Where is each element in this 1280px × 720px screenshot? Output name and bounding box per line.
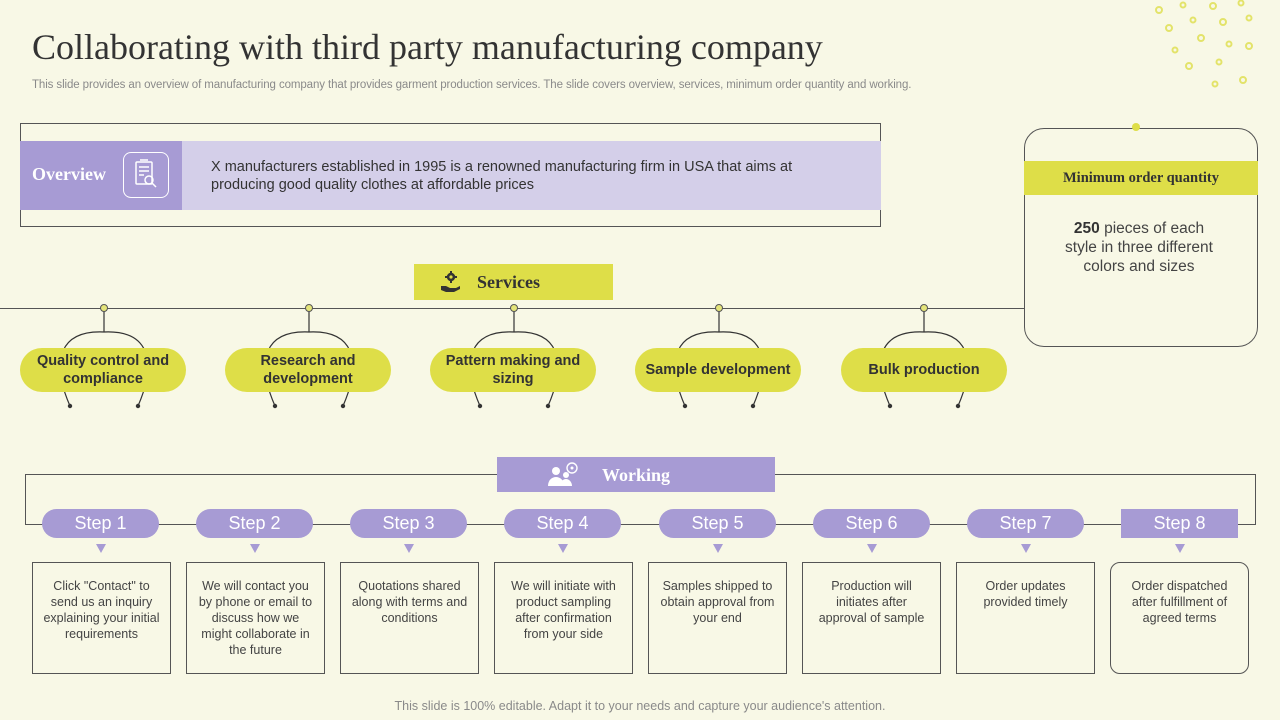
service-node [100,304,108,312]
step-1-label: Step 1 [42,509,159,538]
step-4-label: Step 4 [504,509,621,538]
step-4-text: We will initiate with product sampling a… [494,562,633,674]
step-8-text: Order dispatched after fulfillment of ag… [1110,562,1249,674]
service-node [715,304,723,312]
step-arrow [404,544,414,553]
step-6-text: Production will initiates after approval… [802,562,941,674]
people-chat-icon [548,462,578,486]
step-2-text: We will contact you by phone or email to… [186,562,325,674]
working-title: Working [602,465,671,485]
step-3-text: Quotations shared along with terms and c… [340,562,479,674]
step-7-text: Order updates provided timely [956,562,1095,674]
service-sample-development: Sample development [635,348,801,392]
step-7-label: Step 7 [967,509,1084,538]
step-arrow [1175,544,1185,553]
overview-band: X manufacturers established in 1995 is a… [182,141,881,210]
step-8-label: Step 8 [1121,509,1238,538]
step-arrow [867,544,877,553]
hand-gear-icon [441,271,460,292]
step-arrow [558,544,568,553]
overview-label-block: Overview [20,141,182,210]
service-node [510,304,518,312]
service-quality-control: Quality control and compliance [20,348,186,392]
service-node [305,304,313,312]
step-1-text: Click "Contact" to send us an inquiry ex… [32,562,171,674]
step-3-label: Step 3 [350,509,467,538]
moq-text: 250 pieces of each style in three differ… [1060,219,1218,276]
step-arrow [250,544,260,553]
service-node [920,304,928,312]
step-arrow [1021,544,1031,553]
step-6-label: Step 6 [813,509,930,538]
page-title: Collaborating with third party manufactu… [32,27,823,67]
service-pattern-making: Pattern making and sizing [430,348,596,392]
working-line [25,524,1256,525]
service-research-development: Research and development [225,348,391,392]
footer-note: This slide is 100% editable. Adapt it to… [394,699,886,713]
moq-quantity: 250 [1073,220,1100,237]
services-header: Services [414,264,613,300]
working-header: Working [497,457,775,492]
service-bulk-production: Bulk production [841,348,1007,392]
step-2-label: Step 2 [196,509,313,538]
document-search-icon [123,152,169,198]
moq-dot [1132,123,1140,131]
page-subtitle: This slide provides an overview of manuf… [32,79,912,91]
services-title: Services [477,272,540,292]
decorative-dots [1155,0,1253,88]
step-arrow [713,544,723,553]
overview-text: X manufacturers established in 1995 is a… [211,159,793,193]
moq-description: pieces of each style in three different … [1065,220,1213,275]
step-5-text: Samples shipped to obtain approval from … [648,562,787,674]
overview-label: Overview [32,164,106,184]
moq-title: Minimum order quantity [1024,161,1258,195]
step-5-label: Step 5 [659,509,776,538]
step-arrow [96,544,106,553]
